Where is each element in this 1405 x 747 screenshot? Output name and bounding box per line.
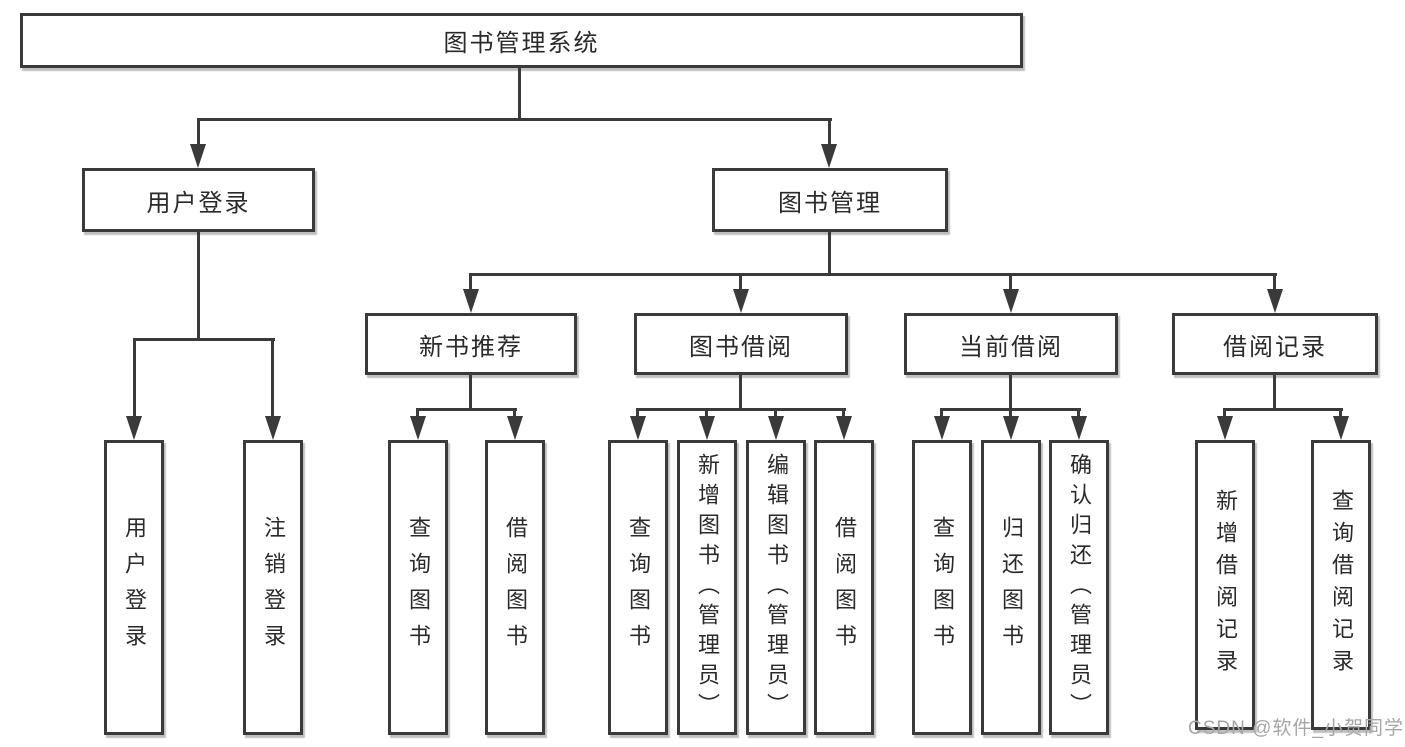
- connector-line: [133, 338, 275, 341]
- node-book-borrow: 图书借阅: [634, 313, 848, 375]
- connector-arrowhead: [821, 144, 837, 168]
- connector-line: [197, 118, 200, 147]
- connector-line: [739, 375, 742, 410]
- leaf-cb-return-book: 归还图书: [981, 440, 1041, 735]
- node-new-books: 新书推荐: [365, 313, 577, 375]
- leaf-logout: 注销登录: [243, 440, 303, 735]
- leaf-br-query-record: 查询借阅记录: [1311, 440, 1371, 730]
- connector-line: [1009, 408, 1012, 420]
- connector-line: [1223, 408, 1343, 411]
- leaf-bb-query-books: 查询图书: [608, 440, 668, 735]
- node-book-mgmt: 图书管理: [712, 168, 948, 232]
- connector-arrowhead: [1333, 416, 1349, 440]
- watermark: CSDN @软件_小贺同学: [1188, 718, 1404, 739]
- connector-line: [828, 232, 831, 275]
- connector-arrowhead: [1003, 416, 1019, 440]
- connector-line: [133, 338, 136, 418]
- connector-line: [1273, 375, 1276, 410]
- connector-arrowhead: [1217, 416, 1233, 440]
- node-user-login: 用户登录: [82, 168, 315, 232]
- leaf-br-add-record: 新增借阅记录: [1195, 440, 1255, 730]
- connector-arrowhead: [507, 416, 523, 440]
- leaf-bb-add-book-admin: 新增图书（管理员）: [677, 440, 737, 735]
- connector-arrowhead: [768, 416, 784, 440]
- connector-line: [940, 408, 943, 420]
- connector-line: [271, 338, 274, 418]
- connector-line: [416, 408, 517, 411]
- connector-line: [197, 232, 200, 340]
- connector-line: [739, 273, 742, 293]
- connector-line: [636, 408, 846, 411]
- leaf-user-login: 用户登录: [104, 440, 164, 735]
- connector-line: [636, 408, 639, 420]
- connector-line: [469, 273, 472, 293]
- connector-line: [1009, 273, 1012, 293]
- connector-line: [518, 68, 521, 121]
- leaf-bb-edit-book-admin: 编辑图书（管理员）: [746, 440, 806, 735]
- connector-arrowhead: [1267, 289, 1283, 313]
- connector-line: [705, 408, 708, 420]
- connector-line: [1339, 408, 1342, 420]
- connector-arrowhead: [410, 416, 426, 440]
- connector-line: [469, 375, 472, 410]
- connector-line: [1273, 273, 1276, 293]
- connector-arrowhead: [699, 416, 715, 440]
- leaf-cb-confirm-return-admin: 确认归还（管理员）: [1049, 440, 1109, 735]
- connector-line: [828, 118, 831, 147]
- connector-line: [1009, 375, 1012, 410]
- connector-line: [416, 408, 419, 420]
- leaf-cb-query-books: 查询图书: [912, 440, 972, 735]
- connector-arrowhead: [733, 289, 749, 313]
- connector-line: [513, 408, 516, 420]
- connector-line: [1223, 408, 1226, 420]
- connector-arrowhead: [126, 416, 142, 440]
- leaf-nb-borrow-books: 借阅图书: [485, 440, 545, 735]
- connector-arrowhead: [630, 416, 646, 440]
- connector-line: [842, 408, 845, 420]
- connector-arrowhead: [836, 416, 852, 440]
- connector-line: [1077, 408, 1080, 420]
- connector-arrowhead: [265, 416, 281, 440]
- connector-arrowhead: [190, 144, 206, 168]
- node-borrow-records: 借阅记录: [1172, 313, 1378, 375]
- connector-arrowhead: [1071, 416, 1087, 440]
- node-root: 图书管理系统: [20, 13, 1023, 68]
- connector-line: [197, 118, 832, 121]
- leaf-bb-borrow-books: 借阅图书: [814, 440, 874, 735]
- connector-arrowhead: [463, 289, 479, 313]
- connector-line: [470, 273, 1277, 276]
- leaf-nb-query-books: 查询图书: [388, 440, 448, 735]
- connector-arrowhead: [1003, 289, 1019, 313]
- connector-arrowhead: [934, 416, 950, 440]
- connector-line: [774, 408, 777, 420]
- node-current-borrow: 当前借阅: [904, 313, 1118, 375]
